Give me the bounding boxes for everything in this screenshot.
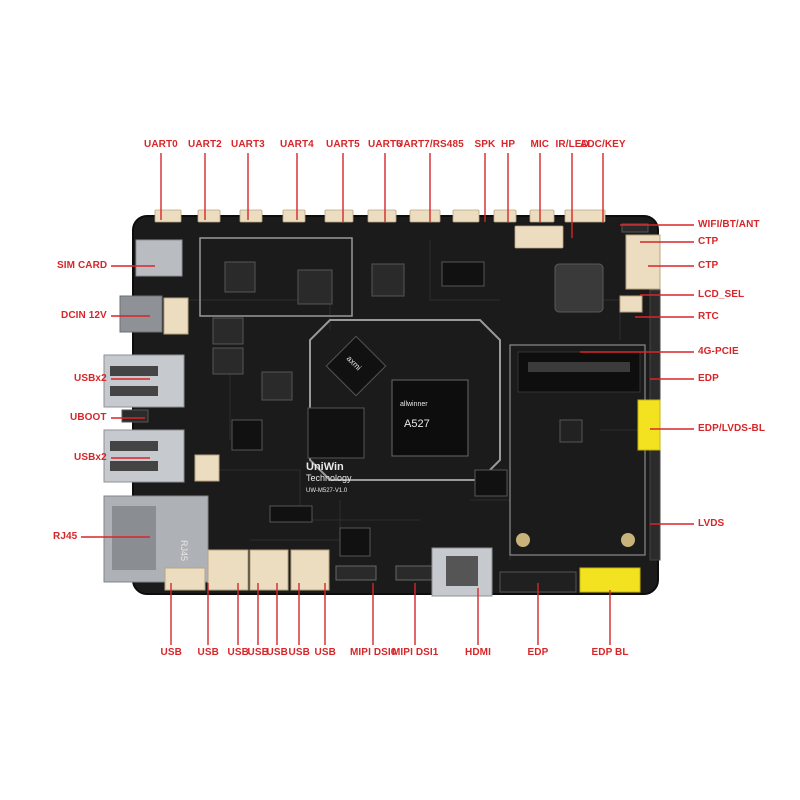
callout-edplvds: EDP/LVDS-BL: [698, 423, 766, 434]
silk-outline-power: [199, 237, 353, 317]
callout-ctp2: CTP: [698, 260, 719, 271]
callout-lvds: LVDS: [698, 518, 725, 529]
callout-usbx2a: USBx2: [74, 373, 107, 384]
callout-simcard: SIM CARD: [57, 260, 108, 271]
callout-spk: SPK: [474, 139, 496, 150]
board-logo-line2: Technology: [306, 473, 352, 483]
callout-lcdsel: LCD_SEL: [698, 289, 745, 300]
callout-uart5: UART5: [326, 139, 360, 150]
callout-usbx2b: USBx2: [74, 452, 107, 463]
callout-uart0: UART0: [144, 139, 178, 150]
right-connectors: [554, 223, 661, 561]
callout-uart6: UART6: [368, 139, 402, 150]
board-model: UW-M527-V1.0: [306, 488, 348, 494]
left-connectors: RJ45: [103, 239, 220, 583]
callout-usb4: USB: [247, 647, 269, 658]
components: [212, 261, 508, 557]
callout-dsi0: MIPI DSI0: [350, 647, 397, 658]
callout-usb6: USB: [288, 647, 310, 658]
callout-usb3: USB: [227, 647, 249, 658]
callout-edp_b: EDP: [527, 647, 549, 658]
callout-edp_r: EDP: [698, 373, 719, 384]
callout-usb2: USB: [197, 647, 219, 658]
callout-pcie: 4G-PCIE: [698, 346, 739, 357]
board-logo-line1: UniWin: [306, 461, 344, 473]
callout-rtc: RTC: [698, 311, 719, 322]
callout-dsi1: MIPI DSI1: [392, 647, 439, 658]
callout-rj45: RJ45: [53, 531, 78, 542]
callout-hp: HP: [501, 139, 516, 150]
callout-ctp1: CTP: [698, 236, 719, 247]
pcie-slot: [516, 351, 641, 547]
callout-uboot: UBOOT: [70, 412, 107, 423]
callout-irled: IR/LED: [555, 139, 589, 150]
leader-lines: [81, 153, 694, 645]
soc-name: A527: [404, 418, 430, 430]
callout-uart4: UART4: [280, 139, 314, 150]
top-connectors: [154, 209, 606, 249]
callout-usb5: USB: [266, 647, 288, 658]
callout-uart7: UART7/RS485: [396, 139, 464, 150]
callout-dcin: DCIN 12V: [61, 310, 107, 321]
callout-wifi: WIFI/BT/ANT: [698, 219, 760, 230]
callout-usb1: USB: [160, 647, 182, 658]
callout-adckey: ADC/KEY: [580, 139, 626, 150]
svg-text:RJ45: RJ45: [179, 540, 189, 561]
soc-brand: allwinner: [400, 401, 428, 408]
callout-mic: MIC: [530, 139, 550, 150]
callout-uart3: UART3: [231, 139, 265, 150]
callout-usb7: USB: [314, 647, 336, 658]
callout-uart2: UART2: [188, 139, 222, 150]
callout-edpbl: EDP BL: [591, 647, 629, 658]
callout-hdmi: HDMI: [465, 647, 491, 658]
